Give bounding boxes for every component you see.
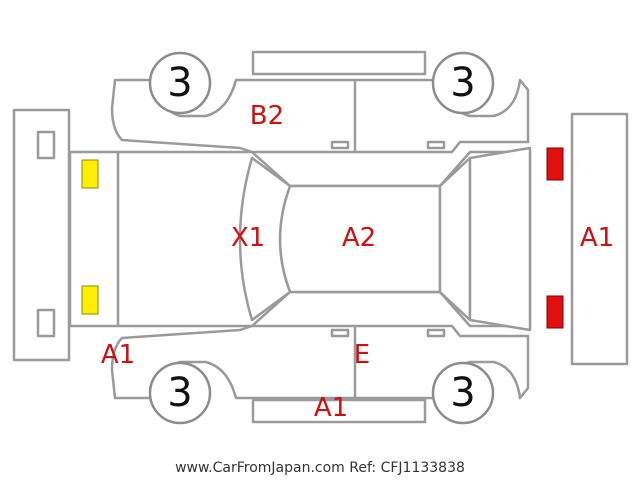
damage-code-x1: X1 (231, 223, 265, 253)
rear-light-top (81, 159, 99, 189)
wheel-icon (148, 361, 212, 425)
damage-code-e: E (354, 340, 370, 370)
footer-reference: www.CarFromJapan.com Ref: CFJ1133838 (175, 460, 465, 476)
rear-bumper-slot-bottom (36, 308, 56, 338)
wheel-number: 3 (450, 60, 475, 106)
rear-glass (238, 156, 292, 322)
front-light-top (546, 147, 564, 181)
right-rear-door-handle (330, 328, 350, 338)
wheel-front-right: 3 (431, 51, 495, 115)
right-front-door-handle (426, 328, 446, 338)
wheel-number: 3 (450, 370, 475, 416)
damage-code-a1-front-bumper: A1 (580, 223, 614, 253)
wheel-front-left: 3 (148, 51, 212, 115)
rear-light-bottom (81, 285, 99, 315)
damage-code-a2: A2 (342, 223, 376, 253)
wheel-number: 3 (167, 370, 192, 416)
wheel-rear-left: 3 (148, 361, 212, 425)
left-side-sill (251, 50, 427, 76)
wheel-icon (431, 51, 495, 115)
wheel-number: 3 (167, 60, 192, 106)
wheel-rear-right: 3 (431, 361, 495, 425)
left-rear-door-handle (330, 140, 350, 150)
windshield (438, 156, 472, 322)
front-light-bottom (546, 295, 564, 329)
rear-bumper-slot-top (36, 130, 56, 160)
damage-code-a1-rear: A1 (101, 340, 135, 370)
front-bumper (570, 112, 629, 366)
wheel-icon (148, 51, 212, 115)
hood (468, 146, 532, 332)
damage-code-b2: B2 (250, 101, 284, 131)
wheel-icon (431, 361, 495, 425)
left-front-door-handle (426, 140, 446, 150)
right-side-sill (251, 398, 427, 424)
damage-code-a1-bottom: A1 (314, 393, 348, 423)
